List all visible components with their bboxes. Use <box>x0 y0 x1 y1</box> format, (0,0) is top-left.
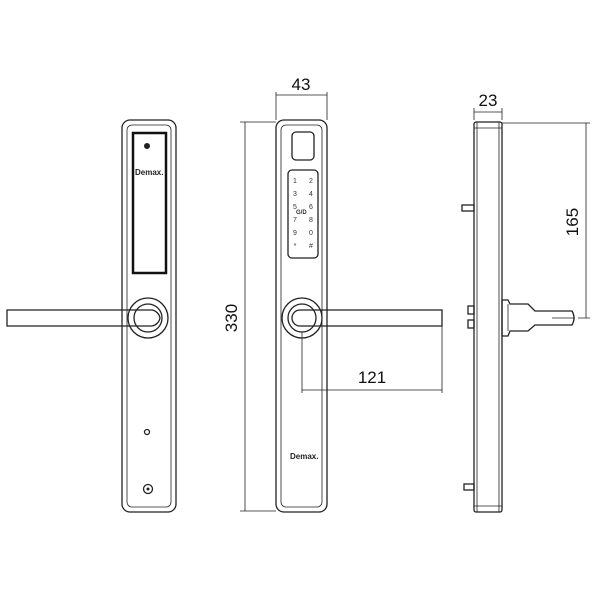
side-lever-detail <box>507 304 575 331</box>
dim-lever-label: 121 <box>358 368 386 387</box>
dim-handle-height-line <box>502 122 590 319</box>
back-body-outline <box>121 119 177 513</box>
keypad-key: 7 <box>293 217 297 224</box>
back-logo: Demax. <box>135 168 163 177</box>
keypad-key: * <box>294 243 297 250</box>
keypad-badge: G/D <box>296 210 307 216</box>
dim-height-label: 330 <box>222 304 241 332</box>
dim-lever-line <box>301 326 443 393</box>
back-rosette <box>127 297 169 339</box>
screw-hole <box>143 428 151 436</box>
keypad-key: 9 <box>293 230 297 237</box>
keypad-key: # <box>309 243 313 250</box>
side-stud-1 <box>467 305 475 315</box>
keypad-key: 5 <box>293 204 297 211</box>
dim-depth-label: 23 <box>479 91 498 110</box>
side-body-detail <box>474 122 502 512</box>
back-body-inner <box>126 124 172 508</box>
front-logo: Demax. <box>290 452 318 461</box>
keypad <box>287 169 319 259</box>
side-view: 23 165 <box>461 91 590 513</box>
keypad-keys: 1 2 3 4 5 6 7 8 9 0 * # <box>293 178 313 250</box>
keypad-key: 4 <box>309 191 313 198</box>
key-cylinder-core <box>146 487 150 491</box>
keypad-key: 3 <box>293 191 297 198</box>
keypad-key: 1 <box>293 178 297 185</box>
keypad-key: 2 <box>309 178 313 185</box>
dim-height-line <box>240 121 276 512</box>
bottom-pin <box>463 483 475 491</box>
keypad-key: 0 <box>309 230 313 237</box>
front-lever <box>291 309 443 327</box>
side-body <box>473 121 503 513</box>
front-view: 1 2 3 4 5 6 7 8 9 0 * # G/D Demax. 43 330 121 <box>222 75 443 513</box>
front-body-outline <box>275 119 328 513</box>
keypad-key: 6 <box>309 204 313 211</box>
dim-handle-height-label: 165 <box>563 208 582 236</box>
dim-width-line <box>275 92 328 120</box>
camera-icon <box>144 143 150 149</box>
back-view: Demax. <box>6 119 177 513</box>
key-cylinder <box>142 483 154 495</box>
top-pin <box>461 204 475 212</box>
side-stud-2 <box>467 319 475 329</box>
dim-width-label: 43 <box>292 75 311 94</box>
keypad-key: 8 <box>309 217 313 224</box>
side-lever <box>501 299 575 337</box>
fingerprint-sensor <box>291 131 315 161</box>
back-rosette-inner <box>133 303 163 333</box>
back-panel <box>131 131 168 275</box>
back-lever <box>6 309 161 327</box>
dim-depth-line <box>473 108 503 120</box>
